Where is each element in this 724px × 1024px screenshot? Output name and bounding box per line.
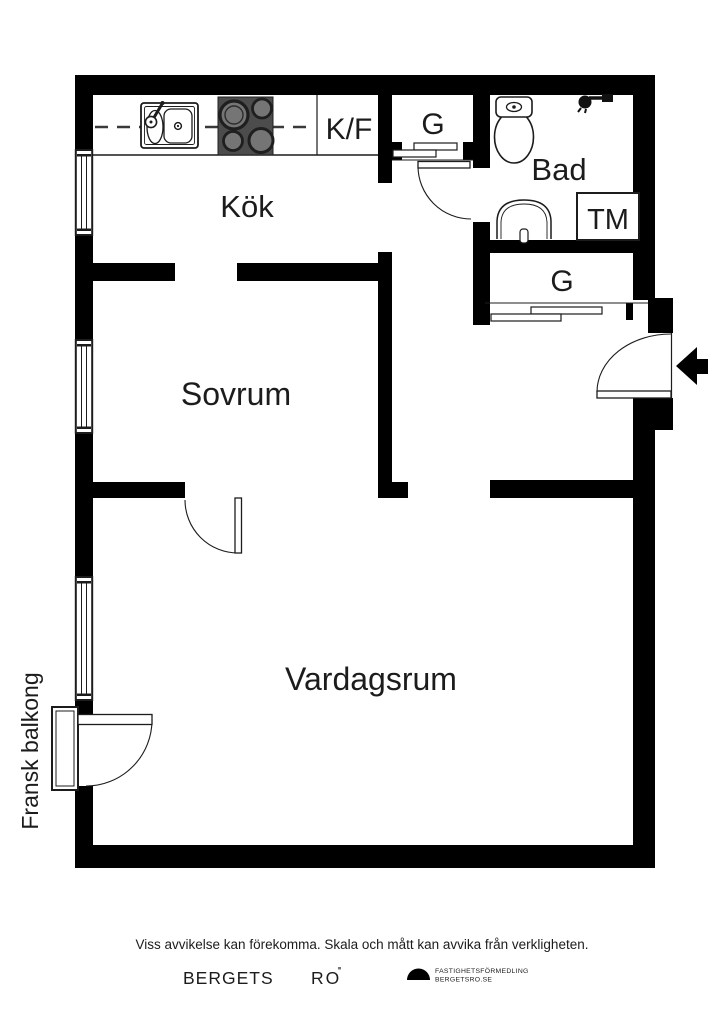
closet-label-upper: G — [421, 108, 444, 141]
stove-icon — [217, 96, 275, 156]
wall-segment — [75, 95, 93, 150]
room-label-kok: Kök — [220, 189, 274, 224]
wall-segment — [75, 845, 655, 868]
brand-word-ro: RO — [311, 968, 341, 988]
door-leaf — [417, 160, 471, 169]
wall-segment — [633, 75, 655, 300]
kitchen-sink-icon — [140, 101, 199, 149]
fridge-freezer-label: K/F — [326, 113, 373, 146]
door-swing-arc — [85, 719, 153, 787]
windows — [74, 149, 94, 701]
wall-segment — [378, 95, 392, 183]
wall-segment — [490, 240, 633, 253]
kitchen-counter — [93, 95, 378, 156]
logo-line-2: BERGETSRO.SE — [435, 977, 492, 984]
wall-segment — [648, 298, 673, 333]
disclaimer-text: Viss avvikelse kan förekomma. Skala och … — [136, 937, 589, 952]
wall-segment — [93, 482, 185, 498]
wall-segment — [75, 75, 655, 95]
closet-upper-g — [392, 142, 473, 161]
entrance-arrow-icon — [676, 347, 708, 385]
closet-door-jamb — [463, 142, 473, 160]
balcony-label: Fransk balkong — [17, 672, 43, 829]
room-label-vardagsrum: Vardagsrum — [285, 661, 457, 697]
room-label-bad: Bad — [531, 152, 586, 187]
door-leaf — [596, 390, 672, 399]
sliding-door-panel — [530, 306, 603, 315]
balcony-rail-inner — [55, 710, 75, 787]
bedroom-door — [184, 497, 243, 554]
wall-segment — [378, 252, 392, 498]
wall-segment — [237, 263, 392, 281]
closet-lower-g — [485, 302, 648, 322]
wall-segment — [633, 398, 655, 868]
wall-segment — [473, 222, 490, 325]
wall-segment — [75, 433, 93, 577]
sliding-door-panel — [490, 313, 562, 322]
room-labels: Kök K/F G Bad G Sovrum Vardagsrum Fransk… — [17, 108, 587, 830]
wall-segment — [473, 95, 490, 168]
walls — [75, 75, 673, 868]
bathroom-sink-icon — [496, 199, 552, 244]
washing-machine-label: TM — [587, 204, 629, 236]
wall-segment — [490, 480, 633, 498]
closet-label-lower: G — [550, 265, 573, 298]
bathroom-door — [417, 160, 472, 220]
washing-machine: TM — [576, 192, 640, 241]
door-swing-arc — [596, 333, 672, 393]
brand-word-bergets: BERGETS — [183, 968, 274, 988]
entry-door — [596, 333, 708, 399]
wall-segment — [378, 482, 408, 498]
wall-segment — [655, 398, 673, 430]
footer: Viss avvikelse kan förekomma. Skala och … — [136, 937, 589, 988]
brand-trademark-mark — [338, 967, 341, 970]
door-leaf — [77, 713, 153, 726]
door-leaf — [234, 497, 243, 554]
toilet-icon — [493, 96, 535, 164]
door-swing-arc — [417, 165, 472, 220]
shower-icon — [577, 94, 613, 114]
balcony-door — [51, 706, 153, 791]
wall-segment — [93, 263, 175, 281]
room-label-sovrum: Sovrum — [181, 376, 291, 412]
window — [74, 149, 94, 236]
door-swing-arc — [184, 499, 239, 554]
sliding-door-panel — [413, 142, 458, 151]
window — [74, 339, 94, 434]
logo-line-1: FASTIGHETSFÖRMEDLING — [435, 967, 529, 975]
halfcircle-logo-icon — [407, 968, 430, 980]
sliding-door-panel — [392, 149, 437, 158]
wall-segment — [75, 235, 93, 340]
wall-segment — [626, 303, 633, 320]
window — [74, 576, 94, 701]
